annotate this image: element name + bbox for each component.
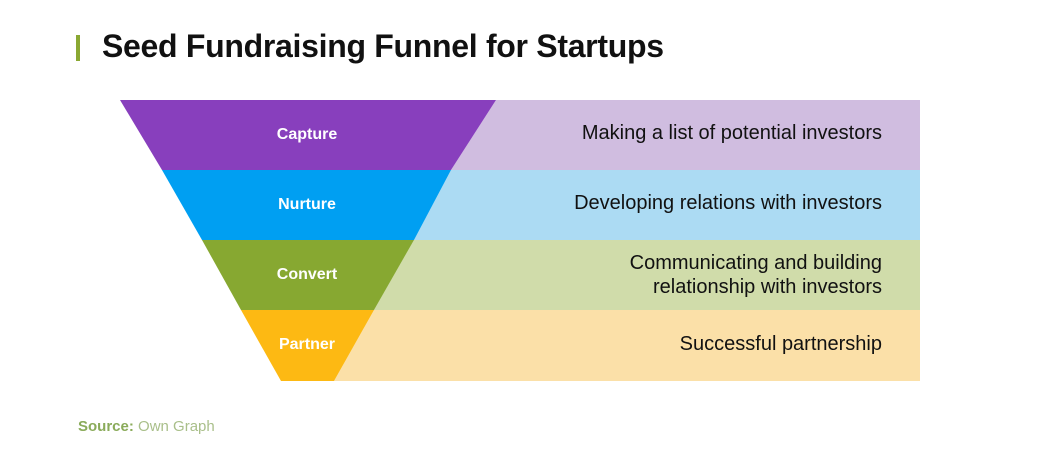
- stage-label-capture: Capture: [276, 126, 338, 143]
- band-partner: [334, 310, 920, 381]
- band-convert: [374, 240, 920, 310]
- stage-label-partner: Partner: [278, 336, 336, 353]
- source-note: Source: Own Graph: [78, 418, 215, 435]
- stage-description-nurture: Developing relations with investors: [574, 192, 882, 214]
- stage-label-convert: Convert: [276, 266, 338, 283]
- source-text: Own Graph: [138, 418, 215, 435]
- stage-label-nurture: Nurture: [278, 196, 336, 213]
- stage-description-capture: Making a list of potential investors: [581, 122, 882, 144]
- title-accent-bar: [76, 35, 80, 61]
- stage-description-partner: Successful partnership: [679, 333, 882, 355]
- stage-description-convert: Communicating and building relationship …: [629, 252, 882, 298]
- funnel-segment-capture: [120, 100, 496, 170]
- funnel-segment-convert: [202, 240, 414, 310]
- source-prefix: Source:: [78, 418, 134, 435]
- funnel-segment-nurture: [162, 170, 451, 240]
- page-title: Seed Fundraising Funnel for Startups: [102, 28, 664, 64]
- funnel-segment-partner: [241, 310, 374, 381]
- band-nurture: [414, 170, 920, 240]
- band-capture: [451, 100, 920, 170]
